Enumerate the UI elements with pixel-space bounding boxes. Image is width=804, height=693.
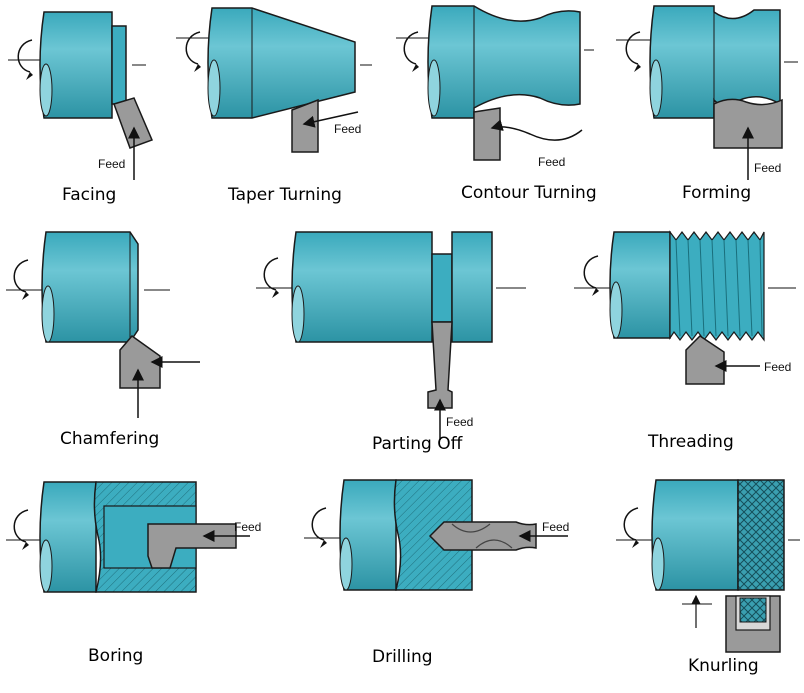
- workpiece: [41, 231, 139, 343]
- workpiece: [39, 481, 97, 593]
- caption-parting-off: Parting Off: [372, 434, 463, 454]
- feed-label: Feed: [446, 415, 473, 429]
- parting-tool: [427, 321, 453, 409]
- caption-facing: Facing: [62, 185, 117, 205]
- feed-label: Feed: [538, 155, 565, 169]
- caption-threading: Threading: [648, 432, 734, 452]
- rotation-arrow-icon: [396, 31, 432, 72]
- caption-chamfering: Chamfering: [60, 429, 160, 449]
- rotation-arrow-icon: [256, 257, 292, 298]
- feed-label: Feed: [98, 157, 125, 171]
- workpiece: [649, 5, 781, 119]
- feed-label: Feed: [234, 520, 261, 534]
- form-tool: [713, 98, 783, 149]
- contour-turning-illustration: Feed: [396, 5, 594, 169]
- workpiece: [291, 231, 433, 343]
- rotation-arrow-icon: [6, 509, 44, 550]
- workpiece: [207, 7, 356, 119]
- workpiece: [39, 11, 127, 119]
- caption-knurling: Knurling: [688, 656, 759, 676]
- cutting-tool: [119, 334, 161, 389]
- caption-contour-turning: Contour Turning: [461, 183, 597, 203]
- forming-illustration: Feed: [616, 5, 798, 180]
- cutting-tool: [113, 97, 154, 149]
- knurling-tool: [725, 595, 781, 653]
- feed-label: Feed: [754, 161, 781, 175]
- cutting-tool: [291, 98, 319, 153]
- caption-boring: Boring: [88, 646, 144, 666]
- rotation-arrow-icon: [304, 507, 342, 548]
- feed-label: Feed: [764, 360, 791, 374]
- parting-off-illustration: Feed: [256, 231, 526, 440]
- rotation-arrow-icon: [616, 31, 654, 72]
- thread-section: [669, 230, 765, 342]
- knurled-section: [737, 479, 785, 591]
- threading-illustration: Feed: [574, 230, 796, 385]
- facing-illustration: Feed: [8, 11, 154, 180]
- workpiece: [651, 479, 739, 591]
- rotation-arrow-icon: [8, 39, 44, 80]
- feed-label: Feed: [334, 122, 361, 136]
- caption-forming: Forming: [682, 183, 752, 203]
- cutting-tool: [473, 107, 501, 161]
- boring-illustration: Feed: [6, 481, 261, 593]
- workpiece: [427, 5, 581, 119]
- caption-taper-turning: Taper Turning: [228, 185, 342, 205]
- caption-drilling: Drilling: [372, 647, 433, 667]
- threading-tool: [685, 335, 725, 385]
- workpiece: [339, 479, 397, 591]
- chamfering-illustration: [6, 231, 200, 418]
- taper-turning-illustration: Feed: [176, 7, 372, 153]
- drilling-illustration: Feed: [304, 479, 569, 591]
- feed-label: Feed: [542, 520, 569, 534]
- rotation-arrow-icon: [6, 259, 44, 300]
- rotation-arrow-icon: [616, 507, 652, 548]
- rotation-arrow-icon: [176, 31, 212, 72]
- knurling-illustration: [616, 479, 800, 653]
- rotation-arrow-icon: [574, 255, 612, 296]
